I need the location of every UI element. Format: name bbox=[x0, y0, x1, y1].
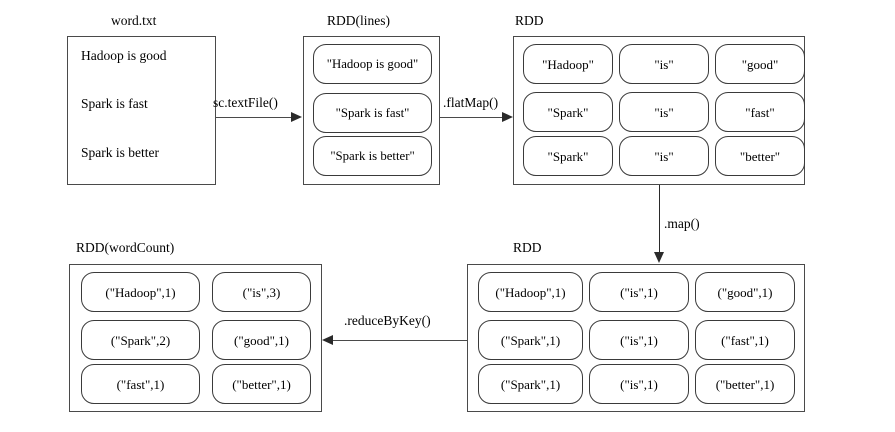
edge-label-flat-map: .flatMap() bbox=[443, 95, 499, 110]
rdd-words-cell: "good" bbox=[715, 44, 805, 84]
edge-line-text-file bbox=[216, 117, 291, 118]
edge-arrowhead-reduce-by-key bbox=[322, 335, 333, 345]
rdd-words-cell: "Spark" bbox=[523, 92, 613, 132]
rdd-lines-cell: "Spark is fast" bbox=[313, 93, 432, 133]
rdd-pairs-cell: ("Spark",1) bbox=[478, 320, 583, 360]
rdd-pairs-cell: ("Spark",1) bbox=[478, 364, 583, 404]
edge-line-flat-map bbox=[440, 117, 502, 118]
rdd-lines-cell: "Spark is better" bbox=[313, 136, 432, 176]
rdd-words-cell: "is" bbox=[619, 136, 709, 176]
rdd-words-cell: "better" bbox=[715, 136, 805, 176]
word-txt-line: Hadoop is good bbox=[81, 48, 167, 63]
rdd-words-cell: "fast" bbox=[715, 92, 805, 132]
rdd-pairs-title: RDD bbox=[513, 240, 542, 255]
edge-label-text-file: sc.textFile() bbox=[213, 95, 278, 110]
word-txt-box bbox=[67, 36, 216, 185]
word-txt-line: Spark is better bbox=[81, 145, 159, 160]
rdd-words-cell: "is" bbox=[619, 44, 709, 84]
rdd-words-cell: "is" bbox=[619, 92, 709, 132]
edge-arrowhead-flat-map bbox=[502, 112, 513, 122]
rdd-pairs-cell: ("good",1) bbox=[695, 272, 795, 312]
rdd-pairs-cell: ("is",1) bbox=[589, 320, 689, 360]
rdd-pairs-cell: ("Hadoop",1) bbox=[478, 272, 583, 312]
rdd-pairs-cell: ("is",1) bbox=[589, 364, 689, 404]
rdd-wordcount-cell: ("fast",1) bbox=[81, 364, 200, 404]
rdd-pairs-cell: ("is",1) bbox=[589, 272, 689, 312]
rdd-wordcount-cell: ("Spark",2) bbox=[81, 320, 200, 360]
edge-label-reduce-by-key: .reduceByKey() bbox=[344, 313, 431, 328]
edge-line-map bbox=[659, 185, 660, 252]
edge-line-reduce-by-key bbox=[333, 340, 467, 341]
rdd-wordcount-title: RDD(wordCount) bbox=[76, 240, 175, 255]
rdd-pairs-cell: ("better",1) bbox=[695, 364, 795, 404]
rdd-wordcount-cell: ("Hadoop",1) bbox=[81, 272, 200, 312]
rdd-wordcount-cell: ("is",3) bbox=[212, 272, 311, 312]
rdd-words-title: RDD bbox=[515, 13, 544, 28]
rdd-wordcount-cell: ("good",1) bbox=[212, 320, 311, 360]
rdd-wordcount-cell: ("better",1) bbox=[212, 364, 311, 404]
edge-label-map: .map() bbox=[664, 216, 700, 231]
edge-arrowhead-text-file bbox=[291, 112, 302, 122]
rdd-lines-cell: "Hadoop is good" bbox=[313, 44, 432, 84]
rdd-pairs-cell: ("fast",1) bbox=[695, 320, 795, 360]
word-txt-line: Spark is fast bbox=[81, 96, 148, 111]
rdd-lines-title: RDD(lines) bbox=[327, 13, 390, 28]
word-txt-title: word.txt bbox=[111, 13, 157, 28]
rdd-words-cell: "Hadoop" bbox=[523, 44, 613, 84]
edge-arrowhead-map bbox=[654, 252, 664, 263]
rdd-words-cell: "Spark" bbox=[523, 136, 613, 176]
